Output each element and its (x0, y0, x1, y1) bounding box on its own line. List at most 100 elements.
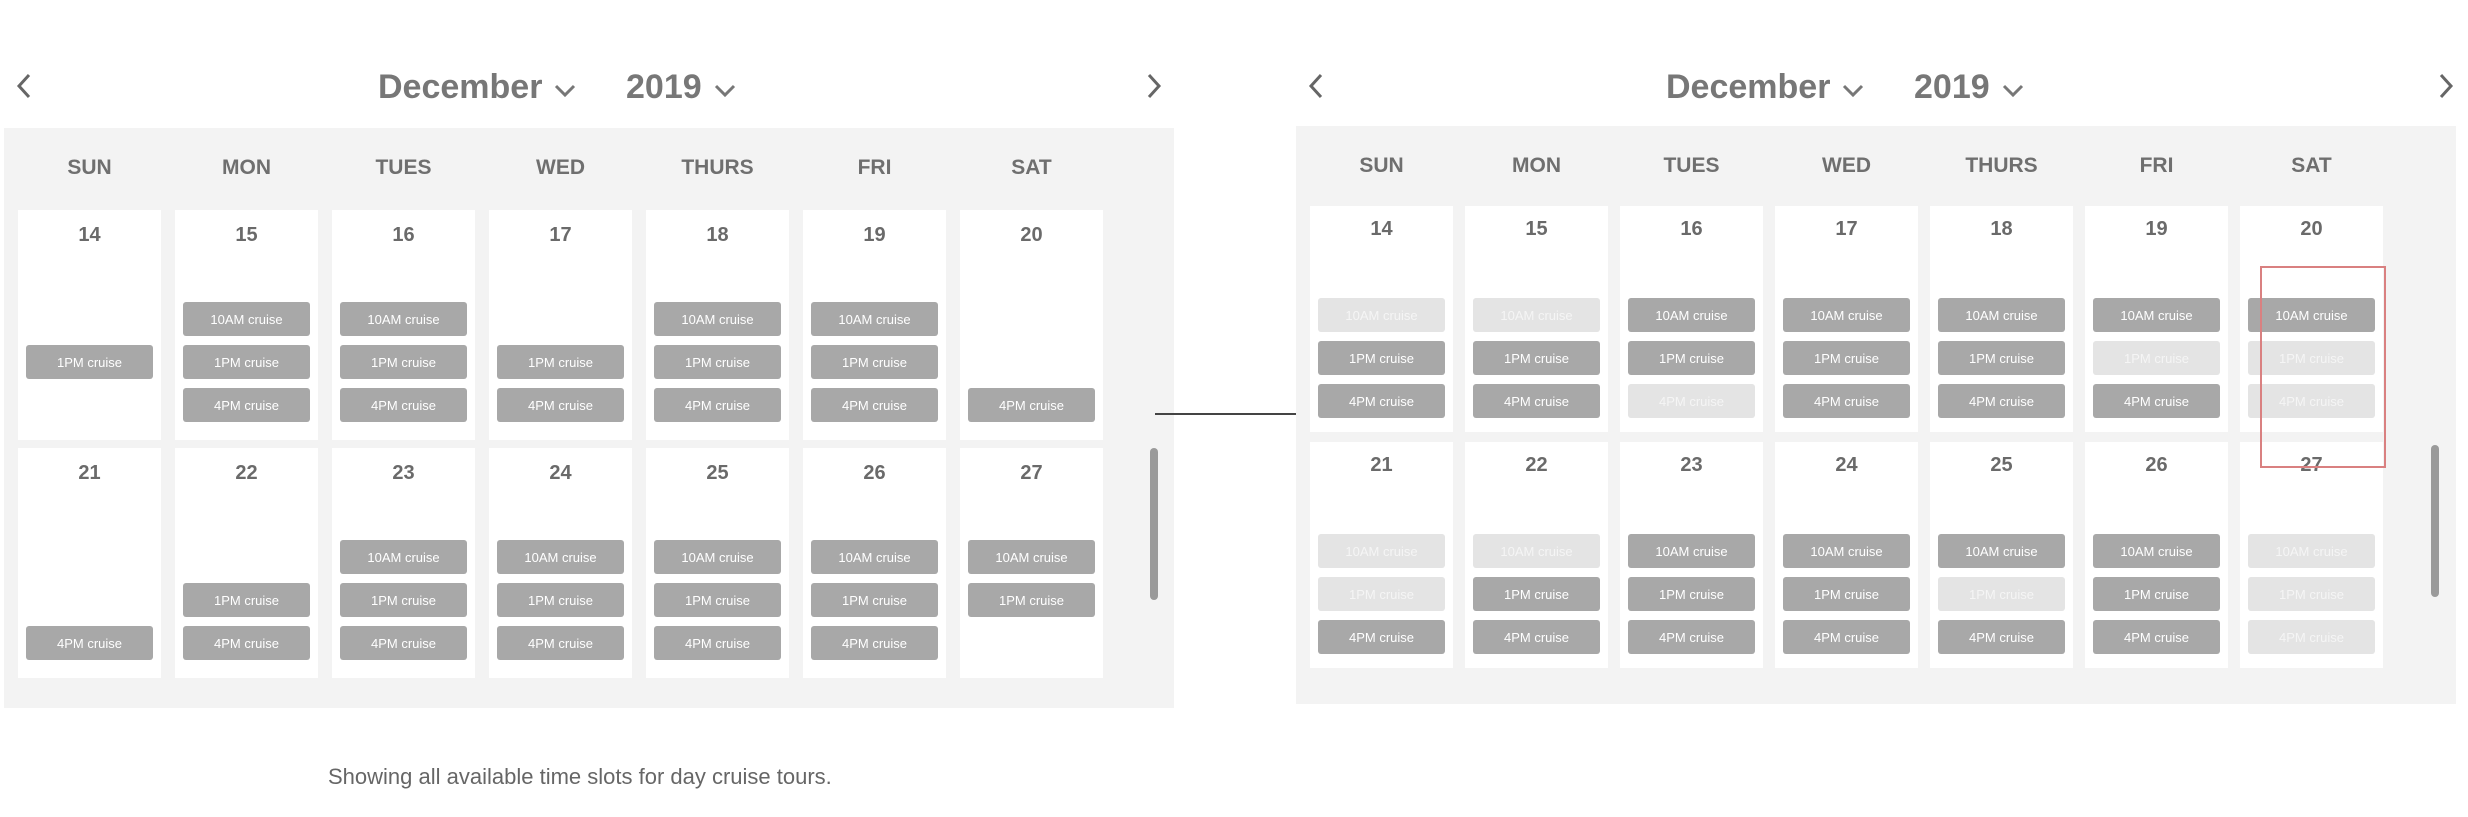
cruise-slot-button[interactable]: 1PM cruise (811, 345, 938, 379)
cruise-slot-button[interactable]: 1PM cruise (654, 583, 781, 617)
cruise-slot-button[interactable]: 4PM cruise (26, 626, 153, 660)
cruise-slot-button[interactable]: 4PM cruise (811, 388, 938, 422)
cruise-slot-button[interactable]: 1PM cruise (1473, 577, 1600, 611)
cruise-slot-button[interactable]: 1PM cruise (968, 583, 1095, 617)
next-month-button[interactable] (2426, 66, 2466, 106)
cruise-slot-button[interactable]: 4PM cruise (1938, 620, 2065, 654)
cruise-slot-button[interactable]: 4PM cruise (2093, 384, 2220, 418)
cruise-slot-button[interactable]: 1PM cruise (1473, 341, 1600, 375)
cruise-slot-button[interactable]: 10AM cruise (1783, 298, 1910, 332)
cruise-slot-button[interactable]: 1PM cruise (183, 583, 310, 617)
cruise-slot-button[interactable]: 4PM cruise (968, 388, 1095, 422)
cruise-slot-button[interactable]: 1PM cruise (1783, 577, 1910, 611)
cruise-slot-button[interactable]: 10AM cruise (654, 540, 781, 574)
cruise-slot-button[interactable]: 10AM cruise (2248, 298, 2375, 332)
cruise-slot-button[interactable]: 1PM cruise (1783, 341, 1910, 375)
cruise-slot-button[interactable]: 10AM cruise (1628, 298, 1755, 332)
cruise-slot-button[interactable]: 10AM cruise (2093, 298, 2220, 332)
cruise-slot-button[interactable]: 4PM cruise (497, 626, 624, 660)
cruise-slot-button[interactable]: 1PM cruise (497, 583, 624, 617)
year-dropdown[interactable]: 2019 (626, 68, 736, 107)
cruise-slot-button[interactable]: 10AM cruise (497, 540, 624, 574)
cruise-slot-button[interactable]: 10AM cruise (811, 302, 938, 336)
cruise-slot-button[interactable]: 10AM cruise (340, 540, 467, 574)
cruise-slot-button[interactable]: 1PM cruise (1938, 341, 2065, 375)
cruise-slot-button[interactable]: 4PM cruise (1938, 384, 2065, 418)
cruise-slot-button[interactable]: 4PM cruise (654, 626, 781, 660)
cruise-slot-button[interactable]: 4PM cruise (1783, 384, 1910, 418)
cruise-slot-button[interactable]: 10AM cruise (1628, 534, 1755, 568)
cruise-slot-button[interactable]: 1PM cruise (654, 345, 781, 379)
next-month-button[interactable] (1134, 66, 1174, 106)
cruise-slot-button[interactable]: 4PM cruise (1473, 384, 1600, 418)
cruise-slot-button[interactable]: 4PM cruise (183, 388, 310, 422)
year-dropdown[interactable]: 2019 (1914, 68, 2024, 107)
cruise-slot-button[interactable]: 1PM cruise (1628, 341, 1755, 375)
cruise-slot-button[interactable]: 10AM cruise (340, 302, 467, 336)
prev-month-button[interactable] (4, 66, 44, 106)
cruise-slot-button[interactable]: 4PM cruise (497, 388, 624, 422)
cruise-slot-button[interactable]: 4PM cruise (1473, 620, 1600, 654)
month-dropdown[interactable]: December (1666, 68, 1864, 107)
cruise-slot-button[interactable]: 4PM cruise (654, 388, 781, 422)
cruise-slot-button[interactable]: 1PM cruise (811, 583, 938, 617)
scrollbar-thumb[interactable] (1150, 448, 1158, 600)
cruise-slot-button[interactable]: 1PM cruise (1318, 341, 1445, 375)
cruise-slot-button[interactable]: 1PM cruise (2093, 577, 2220, 611)
cruise-slot-button[interactable]: 1PM cruise (497, 345, 624, 379)
cruise-slot-button[interactable]: 10AM cruise (1938, 298, 2065, 332)
cruise-slot-button[interactable]: 4PM cruise (340, 626, 467, 660)
cruise-slot-button[interactable]: 1PM cruise (340, 345, 467, 379)
cruise-slot-button[interactable]: 1PM cruise (340, 583, 467, 617)
cruise-slot-button[interactable]: 4PM cruise (183, 626, 310, 660)
cruise-slot-button[interactable]: 4PM cruise (2093, 620, 2220, 654)
cruise-slot-button[interactable]: 1PM cruise (26, 345, 153, 379)
scrollbar-thumb[interactable] (2431, 445, 2439, 597)
cruise-slot-button[interactable]: 4PM cruise (811, 626, 938, 660)
cruise-slot-button[interactable]: 4PM cruise (1628, 620, 1755, 654)
cruise-slot-button[interactable]: 4PM cruise (340, 388, 467, 422)
cruise-slot-button[interactable]: 10AM cruise (2093, 534, 2220, 568)
prev-month-button[interactable] (1296, 66, 1336, 106)
cruise-slot-button[interactable]: 4PM cruise (1783, 620, 1910, 654)
cruise-slot-button[interactable]: 10AM cruise (183, 302, 310, 336)
cruise-slot-button[interactable]: 4PM cruise (1318, 620, 1445, 654)
cruise-slot-button[interactable]: 1PM cruise (183, 345, 310, 379)
cruise-slot-button[interactable]: 10AM cruise (811, 540, 938, 574)
cruise-slot-button[interactable]: 10AM cruise (1783, 534, 1910, 568)
cruise-slot-button[interactable]: 10AM cruise (1938, 534, 2065, 568)
cruise-slot-button[interactable]: 4PM cruise (1318, 384, 1445, 418)
cruise-slot-button[interactable]: 10AM cruise (968, 540, 1095, 574)
cruise-slot-button[interactable]: 10AM cruise (654, 302, 781, 336)
month-dropdown[interactable]: December (378, 68, 576, 107)
cruise-slot-button[interactable]: 1PM cruise (1628, 577, 1755, 611)
